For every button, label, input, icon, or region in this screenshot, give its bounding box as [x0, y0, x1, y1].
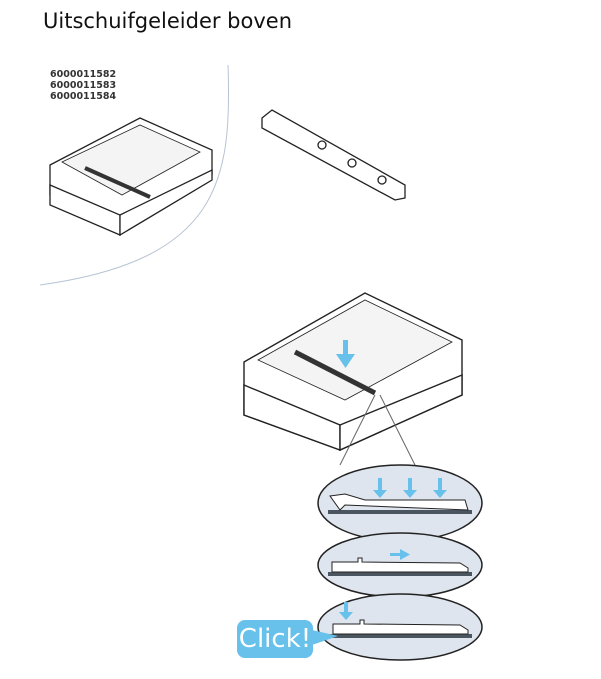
- step-2-detail: [317, 532, 483, 598]
- drawer-install-illustration: [243, 292, 463, 466]
- down-arrow-icon: [336, 340, 355, 368]
- part-number: 6000011584: [50, 91, 117, 102]
- drawer-overview-illustration: [49, 117, 213, 237]
- part-number: 6000011583: [50, 80, 117, 91]
- step-3-detail: [312, 593, 483, 661]
- click-callout: Click!: [237, 620, 313, 658]
- step-1-detail: [317, 464, 483, 542]
- overview-divider: [39, 64, 230, 286]
- part-number: 6000011582: [50, 69, 117, 80]
- slide-rail-illustration: [261, 109, 406, 201]
- part-number-list: 6000011582 6000011583 6000011584: [50, 69, 116, 102]
- page-title: Uitschuifgeleider boven: [43, 9, 293, 33]
